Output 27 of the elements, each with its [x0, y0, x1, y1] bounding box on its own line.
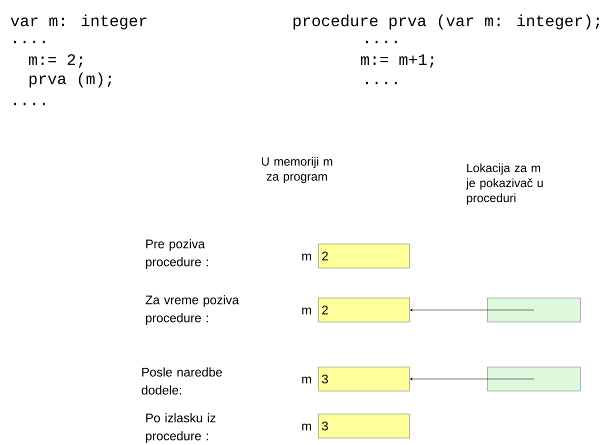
- row-label: Po izlasku iz procedure :: [146, 413, 216, 443]
- code-line: var m: integer: [10, 14, 146, 30]
- variable-name: m: [302, 424, 311, 430]
- code-line: m:= m+1;: [360, 54, 434, 68]
- code-line: ....: [366, 40, 397, 44]
- arrow: [410, 378, 534, 380]
- value-box: 2: [318, 244, 410, 268]
- pointer-box: [487, 298, 581, 322]
- column-heading: Lokacija za m je pokazivač u proceduri: [466, 163, 543, 205]
- column-heading: U memoriji m za program: [262, 156, 332, 184]
- code-line: ....: [14, 40, 45, 44]
- value-box: 3: [318, 414, 410, 438]
- variable-name: m: [302, 376, 311, 384]
- row-label: Posle naredbe dodele:: [142, 367, 222, 395]
- code-line: ....: [366, 82, 397, 84]
- row-label: Pre poziva procedure :: [146, 239, 208, 269]
- code-line: procedure prva (var m: integer);: [294, 14, 600, 30]
- code-line: m:= 2;: [28, 54, 82, 68]
- code-line: ....: [14, 102, 45, 106]
- variable-name: m: [302, 254, 311, 260]
- value-box: 3: [318, 366, 410, 392]
- variable-name: m: [302, 308, 311, 314]
- code-line: prva (m);: [30, 72, 112, 88]
- row-label: Za vreme poziva procedure :: [146, 295, 239, 325]
- pointer-box: [487, 366, 581, 392]
- value-box: 2: [318, 298, 410, 322]
- arrow: [410, 308, 534, 312]
